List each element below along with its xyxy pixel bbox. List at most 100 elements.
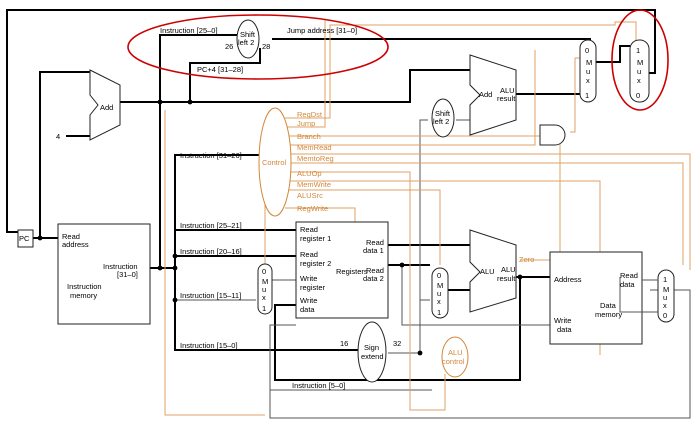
main-alu: ALU ALU result Zero xyxy=(469,229,534,313)
svg-text:Read: Read xyxy=(366,238,384,247)
branch-mux: 0 M u x 1 xyxy=(579,39,597,103)
jump-shift-group: Instruction [25–0] Shift left 2 26 28 Ju… xyxy=(160,19,357,74)
svg-text:x: x xyxy=(663,301,667,310)
jump-path-highlight xyxy=(127,14,389,80)
svg-text:data: data xyxy=(557,325,572,334)
jump-mux: 1 M u x 0 xyxy=(629,39,650,103)
shift-bot-label: left 2 xyxy=(238,38,254,47)
svg-text:M: M xyxy=(437,281,443,290)
sign-extend: Sign extend 16 32 xyxy=(340,321,401,383)
svg-text:memory: memory xyxy=(595,310,622,319)
data-memory: Address Read data Data memory Write data xyxy=(549,251,643,345)
svg-text:[31–0]: [31–0] xyxy=(117,270,138,279)
and-gate xyxy=(539,124,566,146)
svg-text:0: 0 xyxy=(585,46,589,55)
svg-text:u: u xyxy=(262,285,266,294)
sig-memtoreg: MemtoReg xyxy=(297,154,334,163)
svg-text:register: register xyxy=(300,283,326,292)
control-wires xyxy=(164,20,691,416)
svg-text:Write: Write xyxy=(300,274,317,283)
svg-text:Read: Read xyxy=(300,250,318,259)
sig-jump: Jump xyxy=(297,119,315,128)
instr-15-11-label: Instruction [15–11] xyxy=(180,291,241,300)
instr-5-0-label: Instruction [5–0] xyxy=(292,381,345,390)
svg-text:data 1: data 1 xyxy=(363,246,384,255)
svg-text:M: M xyxy=(262,277,268,286)
svg-text:Read: Read xyxy=(366,266,384,275)
register-file: Read register 1 Read register 2 Write re… xyxy=(295,221,389,319)
zero-label: Zero xyxy=(519,255,534,264)
sig-aluop: ALUOp xyxy=(297,169,322,178)
sig-memread: MemRead xyxy=(297,143,332,152)
sig-branch: Branch xyxy=(297,132,321,141)
sig-regwrite: RegWrite xyxy=(297,204,328,213)
svg-text:register 1: register 1 xyxy=(300,234,331,243)
svg-text:memory: memory xyxy=(70,291,97,300)
alu-result-bypass-wire xyxy=(619,277,658,313)
svg-text:0: 0 xyxy=(636,91,640,100)
instr-20-16-label: Instruction [20–16] xyxy=(180,247,242,256)
svg-text:x: x xyxy=(637,76,641,85)
branch-result-label: result xyxy=(497,94,516,103)
control-unit: Control Instruction [31–26] RegDst Jump … xyxy=(180,107,334,217)
bits-28-label: 28 xyxy=(262,42,270,51)
svg-text:M: M xyxy=(637,58,643,67)
junction-dots xyxy=(37,99,523,356)
instruction-memory: Read address Instruction [31–0] Instruct… xyxy=(57,223,151,325)
branch-alu-label: ALU xyxy=(500,86,515,95)
svg-text:16: 16 xyxy=(340,339,348,348)
shift-top-label: Shift xyxy=(240,30,256,39)
svg-text:register 2: register 2 xyxy=(300,259,331,268)
svg-text:left 2: left 2 xyxy=(433,117,449,126)
svg-text:u: u xyxy=(637,67,641,76)
jump-mux-highlight xyxy=(611,9,669,111)
svg-text:Shift: Shift xyxy=(435,109,451,118)
instr-31-26-label: Instruction [31–26] xyxy=(180,151,242,160)
svg-text:x: x xyxy=(586,76,590,85)
sig-alusrc: ALUSrc xyxy=(297,191,323,200)
const-4-label: 4 xyxy=(56,132,60,141)
svg-text:Instruction: Instruction xyxy=(67,282,102,291)
svg-text:Sign: Sign xyxy=(364,343,379,352)
svg-text:M: M xyxy=(663,285,669,294)
svg-text:data: data xyxy=(300,305,315,314)
svg-text:Address: Address xyxy=(554,275,582,284)
instr-25-21-label: Instruction [25–21] xyxy=(180,221,242,230)
bits-26-label: 26 xyxy=(225,42,233,51)
svg-text:u: u xyxy=(586,67,590,76)
branch-adder: Add ALU result xyxy=(469,54,517,136)
svg-text:Registers: Registers xyxy=(336,267,368,276)
svg-text:result: result xyxy=(497,274,516,283)
svg-text:u: u xyxy=(663,293,667,302)
svg-text:0: 0 xyxy=(437,271,441,280)
svg-text:ALU: ALU xyxy=(480,267,495,276)
svg-text:0: 0 xyxy=(262,267,266,276)
svg-text:1: 1 xyxy=(636,46,640,55)
svg-text:Read: Read xyxy=(300,225,318,234)
svg-text:1: 1 xyxy=(585,91,589,100)
svg-text:control: control xyxy=(442,357,465,366)
regdst-mux: 0 M u x 1 xyxy=(257,263,273,315)
svg-text:u: u xyxy=(437,289,441,298)
svg-text:Control: Control xyxy=(262,158,287,167)
svg-text:PC: PC xyxy=(19,234,30,243)
add-label: Add xyxy=(100,103,113,112)
svg-text:1: 1 xyxy=(262,304,266,313)
sig-memwrite: MemWrite xyxy=(297,180,331,189)
sig-regdst: RegDst xyxy=(297,110,323,119)
svg-text:Write: Write xyxy=(300,296,317,305)
svg-text:extend: extend xyxy=(361,352,384,361)
svg-text:data 2: data 2 xyxy=(363,274,384,283)
svg-text:Data: Data xyxy=(600,301,617,310)
branch-add-label: Add xyxy=(479,90,492,99)
svg-text:M: M xyxy=(586,58,592,67)
svg-text:Read: Read xyxy=(620,271,638,280)
svg-text:1: 1 xyxy=(663,275,667,284)
svg-text:Write: Write xyxy=(554,316,571,325)
main-datapath-wires xyxy=(6,9,656,381)
svg-text:ALU: ALU xyxy=(448,348,463,357)
svg-text:1: 1 xyxy=(437,308,441,317)
svg-text:x: x xyxy=(437,297,441,306)
svg-text:x: x xyxy=(262,293,266,302)
